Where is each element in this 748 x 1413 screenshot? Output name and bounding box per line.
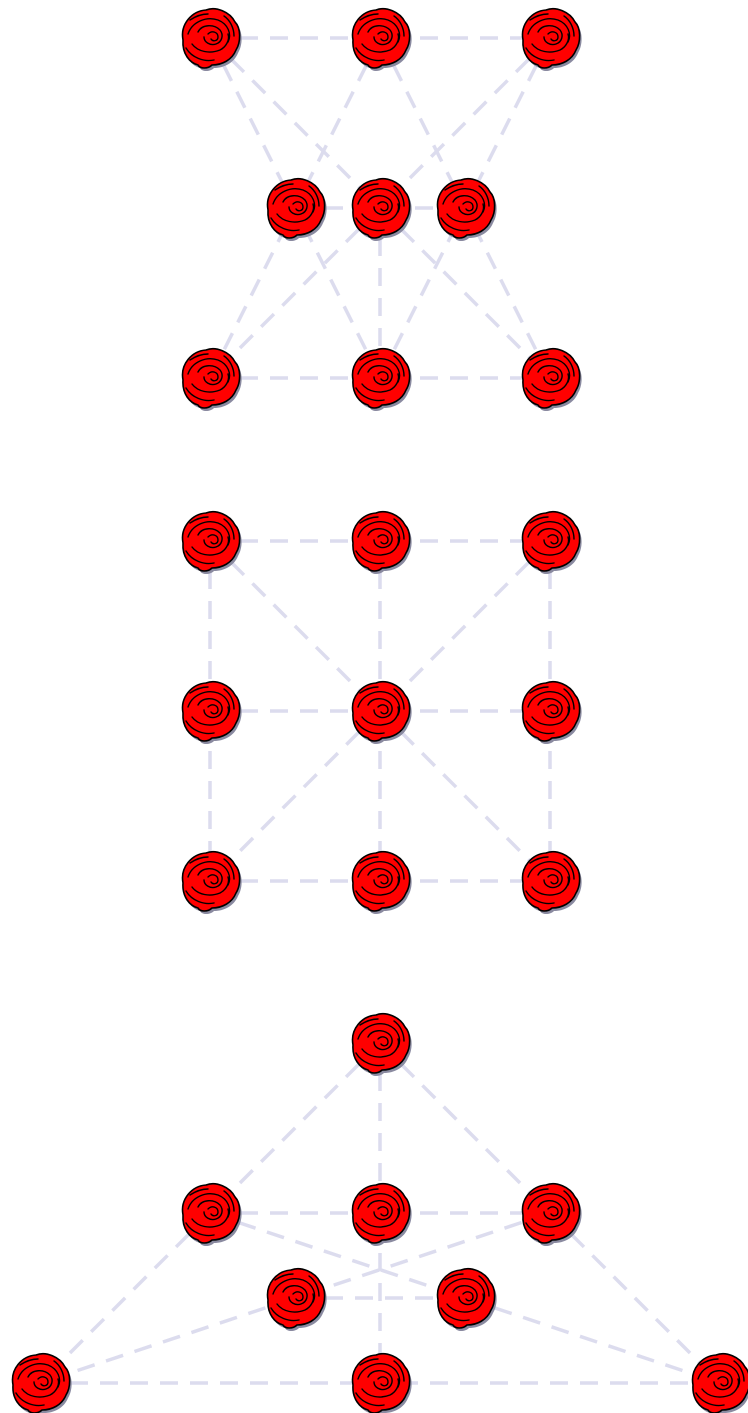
rose-icon bbox=[183, 349, 242, 411]
rose-icon bbox=[13, 1354, 72, 1413]
nodes-layer bbox=[13, 9, 748, 1413]
connection-line bbox=[550, 1213, 720, 1383]
rose-icon bbox=[523, 9, 582, 71]
rose-icon bbox=[353, 349, 412, 411]
rose-icon bbox=[438, 179, 497, 241]
rose-icon bbox=[523, 349, 582, 411]
rose-icon bbox=[693, 1354, 748, 1413]
rose-icon bbox=[353, 512, 412, 574]
connection-line bbox=[40, 1213, 210, 1383]
rose-icon bbox=[183, 852, 242, 914]
rose-icon bbox=[353, 1354, 412, 1413]
rose-icon bbox=[183, 1184, 242, 1246]
rose-icon bbox=[353, 1184, 412, 1246]
rose-icon bbox=[183, 682, 242, 744]
rose-icon bbox=[268, 1269, 327, 1331]
rose-icon bbox=[523, 512, 582, 574]
rose-icon bbox=[353, 9, 412, 71]
rose-icon bbox=[438, 1269, 497, 1331]
rose-icon bbox=[268, 179, 327, 241]
connection-line bbox=[210, 1043, 380, 1213]
rose-icon bbox=[353, 852, 412, 914]
rose-icon bbox=[523, 852, 582, 914]
rose-icon bbox=[523, 682, 582, 744]
connection-line bbox=[380, 1043, 550, 1213]
